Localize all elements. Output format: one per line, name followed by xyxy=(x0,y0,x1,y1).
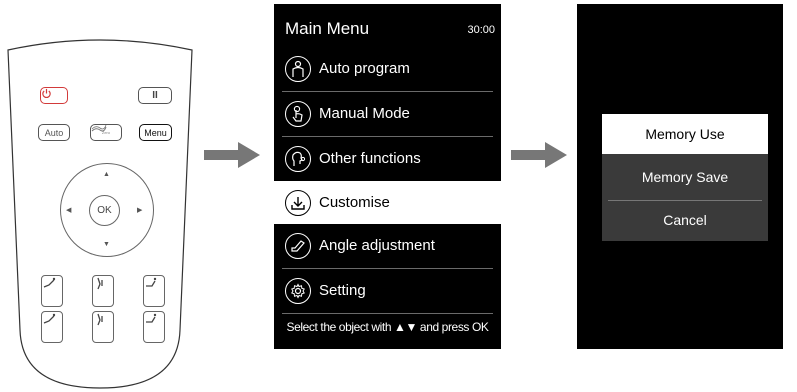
menu-item-label: Setting xyxy=(319,282,366,299)
gear-icon xyxy=(285,277,311,304)
menu-item-customise[interactable]: Customise xyxy=(274,181,501,224)
main-menu-screen: Main Menu 30:00 Auto program Manual Mode… xyxy=(274,4,501,349)
seated-person-icon xyxy=(146,277,157,287)
cancel-option[interactable]: Cancel xyxy=(602,200,768,240)
zero-gravity-icon xyxy=(91,125,107,132)
zero-label: Zero xyxy=(101,130,111,135)
auto-label: Auto xyxy=(44,127,64,138)
option-label: Memory Use xyxy=(645,126,725,142)
page-title: Main Menu xyxy=(285,19,370,38)
menu-item-setting[interactable]: Setting xyxy=(274,269,501,312)
full-recline-up-button[interactable] xyxy=(143,275,165,307)
hand-touch-icon xyxy=(285,100,311,127)
menu-item-auto-program[interactable]: Auto program xyxy=(274,47,501,90)
zero-gravity-button[interactable]: Zero xyxy=(90,124,122,141)
backrest-recline-up-button[interactable] xyxy=(41,275,63,307)
arrow-right-button[interactable]: ▶ xyxy=(137,207,143,214)
auto-button[interactable]: Auto xyxy=(38,124,70,141)
legrest-down-button[interactable] xyxy=(92,311,114,343)
download-icon xyxy=(285,189,311,216)
menu-item-other-functions[interactable]: Other functions xyxy=(274,137,501,180)
menu-button[interactable]: Menu xyxy=(139,124,172,141)
recline-chair-icon xyxy=(43,313,56,324)
divider xyxy=(282,268,493,269)
legrest-icon xyxy=(97,277,103,290)
menu-item-manual-mode[interactable]: Manual Mode xyxy=(274,92,501,135)
menu-item-angle-adjustment[interactable]: Angle adjustment xyxy=(274,224,501,267)
memory-dialog: Memory Use Memory Save Cancel xyxy=(602,114,768,241)
pause-button[interactable]: II xyxy=(138,87,172,104)
memory-save-option[interactable]: Memory Save xyxy=(602,157,768,197)
backrest-recline-down-button[interactable] xyxy=(41,311,63,343)
head-profile-icon xyxy=(285,145,311,172)
full-recline-down-button[interactable] xyxy=(143,311,165,343)
recline-chair-icon xyxy=(43,277,56,288)
divider xyxy=(282,313,493,314)
divider xyxy=(282,136,493,137)
arrow-down-button[interactable]: ▼ xyxy=(103,241,110,248)
flow-arrow-icon xyxy=(204,142,260,168)
menu-item-label: Manual Mode xyxy=(319,105,410,122)
option-label: Cancel xyxy=(663,212,707,228)
legrest-icon xyxy=(97,313,103,326)
power-button[interactable] xyxy=(40,87,68,104)
memory-use-option[interactable]: Memory Use xyxy=(602,114,768,154)
divider xyxy=(282,91,493,92)
ok-button[interactable]: OK xyxy=(89,195,120,226)
arrow-up-button[interactable]: ▲ xyxy=(103,171,110,178)
legrest-up-button[interactable] xyxy=(92,275,114,307)
instruction-text: Select the object with ▲▼ and press OK xyxy=(286,320,489,334)
person-icon xyxy=(285,55,311,82)
memory-screen: Memory Use Memory Save Cancel xyxy=(577,4,783,349)
direction-pad[interactable] xyxy=(60,163,154,257)
screen-header: Main Menu 30:00 xyxy=(274,4,501,48)
recline-chair-icon xyxy=(285,232,311,259)
flow-arrow-icon xyxy=(511,142,567,168)
timer-display: 30:00 xyxy=(467,24,495,36)
menu-label: Menu xyxy=(144,127,167,138)
ok-label: OK xyxy=(97,205,112,216)
option-label: Memory Save xyxy=(641,169,729,185)
divider xyxy=(608,200,762,201)
arrow-left-button[interactable]: ◀ xyxy=(66,207,72,214)
pause-label: II xyxy=(152,90,158,101)
menu-item-label: Angle adjustment xyxy=(319,237,435,254)
menu-item-label: Auto program xyxy=(319,60,410,77)
power-icon xyxy=(42,88,51,99)
menu-item-label: Customise xyxy=(319,194,390,211)
menu-item-label: Other functions xyxy=(319,150,421,167)
seated-person-icon xyxy=(146,313,157,323)
remote-control: II Auto Zero Menu ▲ ▼ ◀ ▶ OK xyxy=(0,0,200,392)
